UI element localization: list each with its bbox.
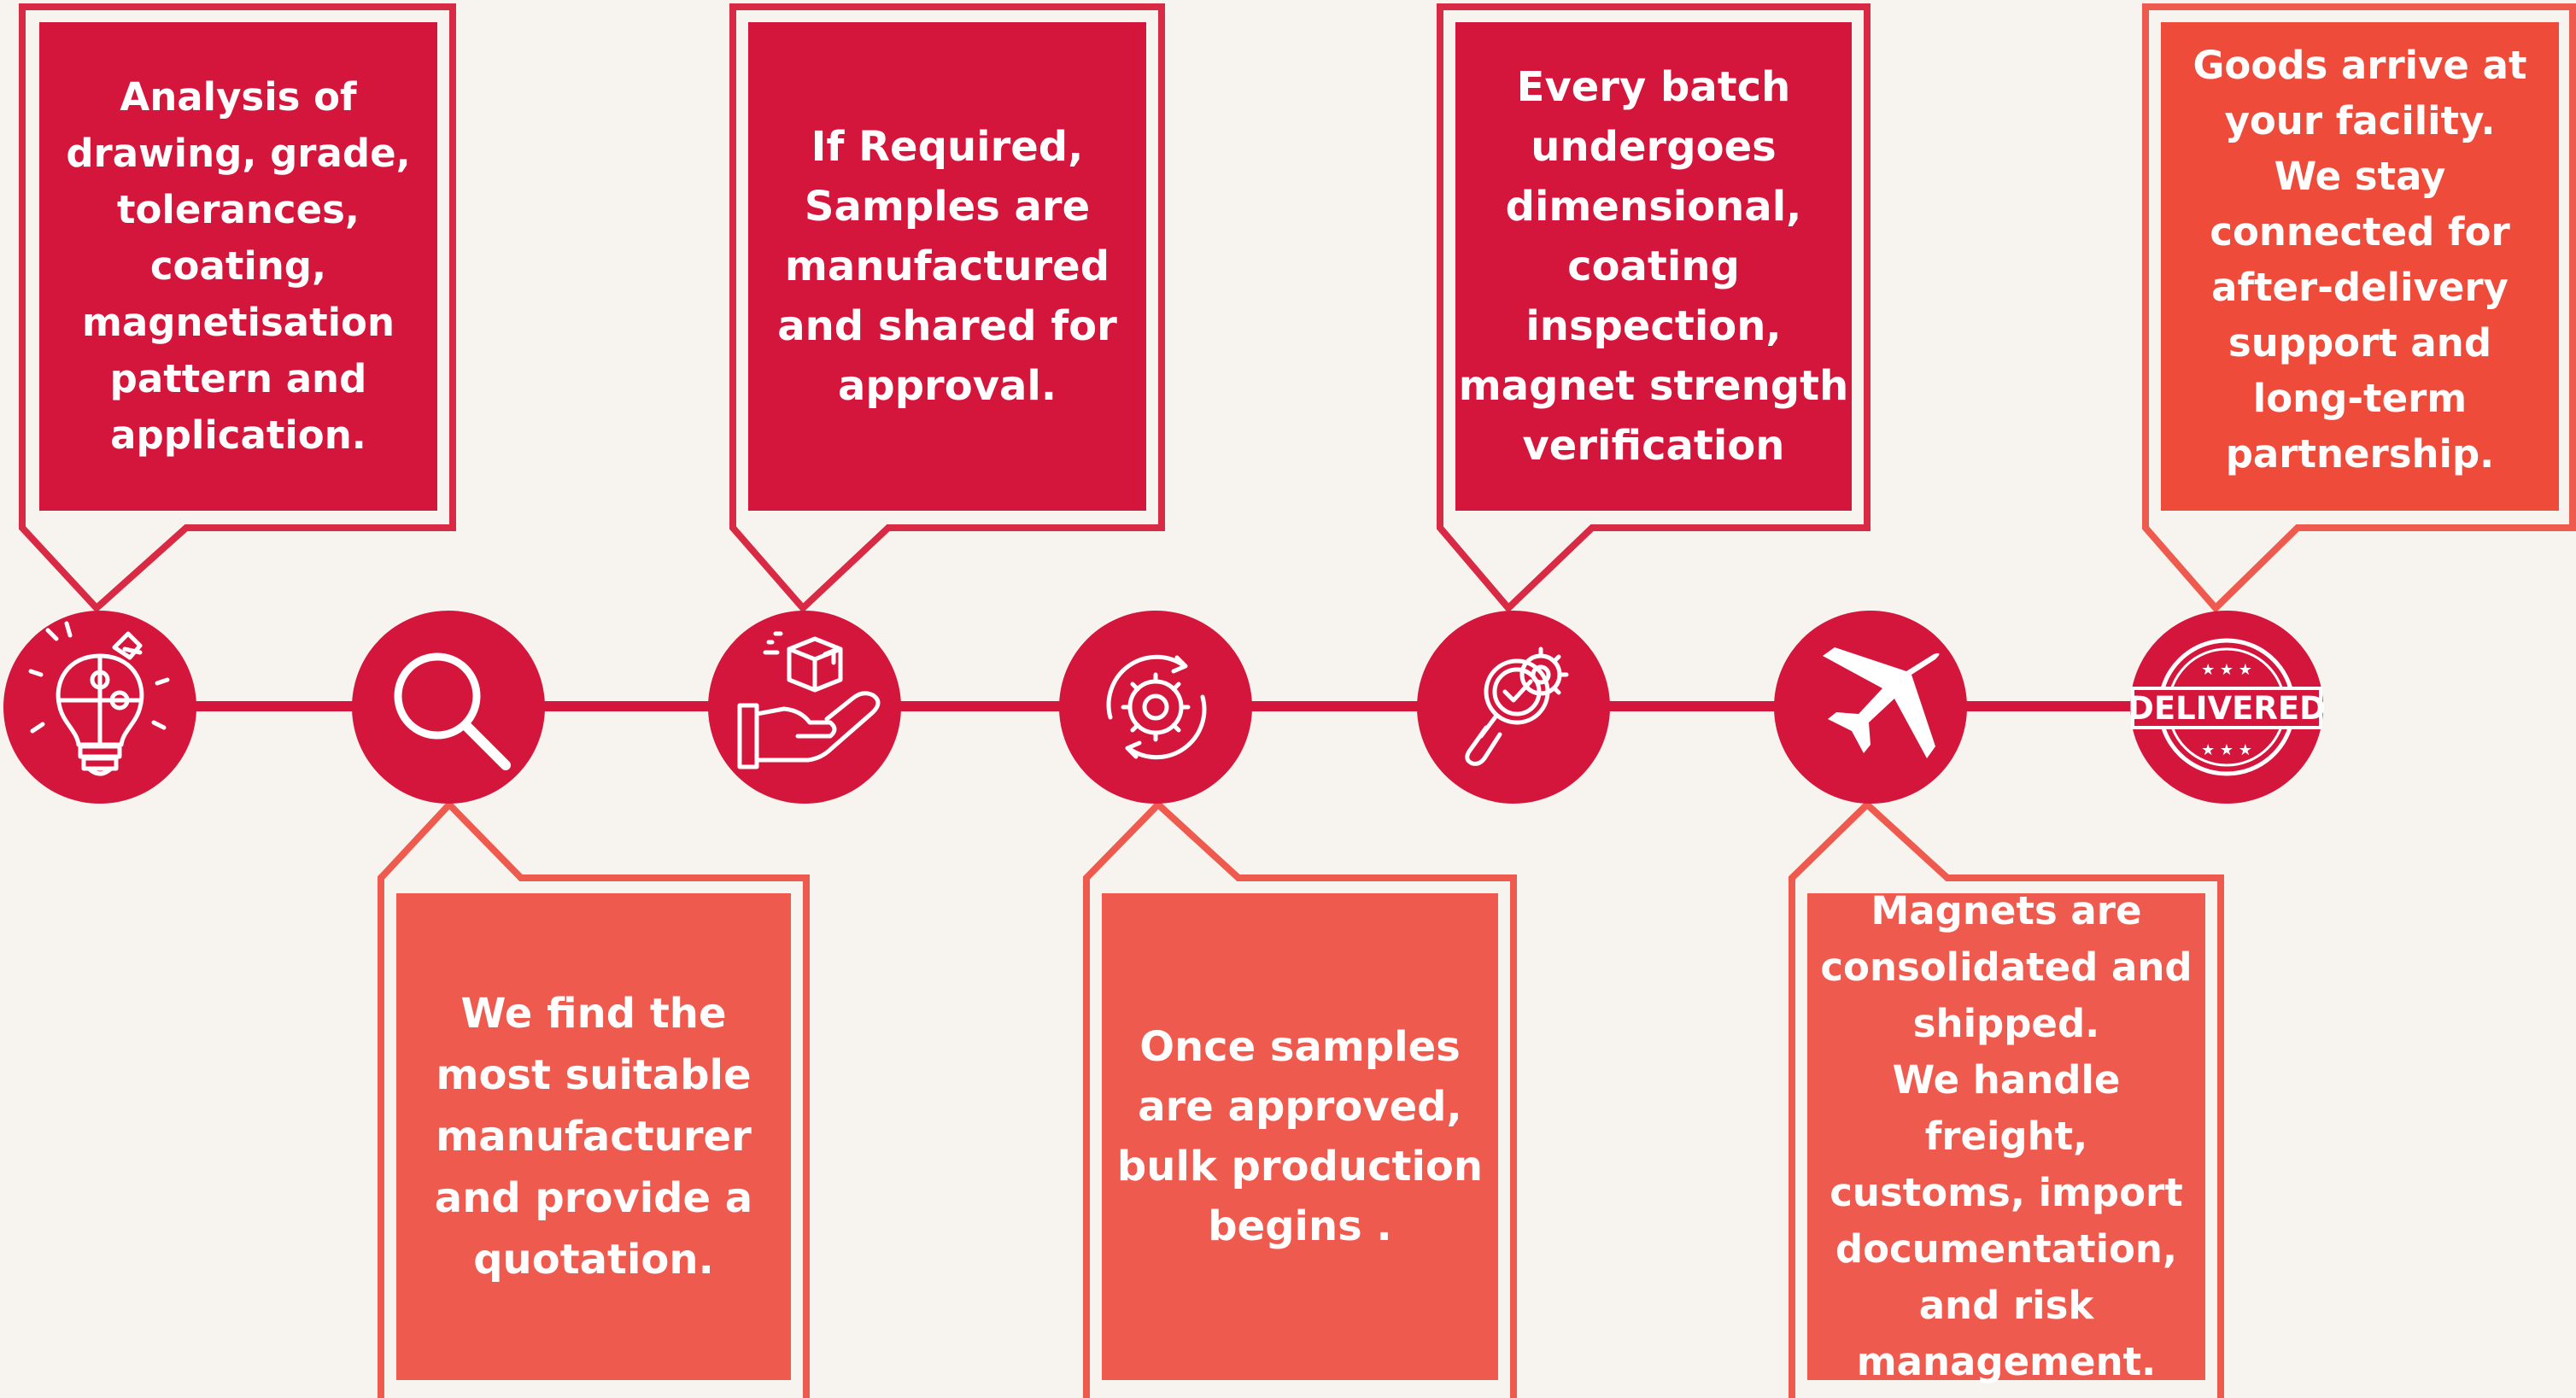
stamp-stars-top: ★ ★ ★	[2201, 661, 2252, 679]
callout-frame-sourcing	[378, 799, 810, 1398]
callout-box-sourcing	[396, 893, 791, 1380]
callout-box-inspection	[1455, 22, 1852, 511]
step-circle-production	[1059, 611, 1252, 804]
delivered-stamp-icon: DELIVERED ★ ★ ★ ★ ★ ★	[2128, 638, 2326, 776]
stamp-label: DELIVERED	[2128, 690, 2326, 727]
callout-frame-samples	[729, 3, 1165, 613]
magnifier-icon	[394, 652, 511, 770]
step-text-samples: If Required, Samples are manufactured an…	[777, 123, 1117, 410]
callout-box-delivery	[2161, 22, 2559, 511]
callout-frame-delivery	[2142, 3, 2576, 613]
callout-box-shipping	[1807, 893, 2205, 1380]
gear-cycle-icon	[1106, 654, 1207, 760]
step-circle-inspection	[1417, 611, 1610, 804]
callout-frame-inspection	[1437, 3, 1871, 613]
step-text-analysis: Analysis of drawing, grade, tolerances, …	[66, 74, 411, 458]
callout-box-production	[1102, 893, 1498, 1380]
inspection-magnifier-gear-icon	[1465, 646, 1569, 766]
step-text-sourcing: We find the most suitable manufacturer a…	[434, 990, 753, 1284]
callout-frame-analysis	[19, 3, 456, 613]
step-text-delivery: Goods arrive at your facility. We stay c…	[2193, 43, 2527, 477]
step-text-inspection: Every batch undergoes dimensional, coati…	[1458, 63, 1849, 470]
callout-frame-production	[1083, 799, 1517, 1398]
step-text-shipping: Magnets are consolidated and shipped. We…	[1820, 888, 2193, 1384]
hand-box-icon	[737, 631, 881, 769]
callout-box-analysis	[39, 22, 437, 511]
stamp-stars-bottom: ★ ★ ★	[2201, 741, 2252, 759]
callout-box-samples	[748, 22, 1146, 511]
step-text-production: Once samples are approved, bulk producti…	[1116, 1023, 1484, 1250]
step-circle-sourcing	[352, 611, 545, 804]
step-circle-samples	[708, 611, 901, 804]
callout-frame-shipping	[1789, 799, 2224, 1398]
lightbulb-puzzle-icon	[28, 621, 170, 776]
airplane-icon	[1823, 647, 1940, 758]
